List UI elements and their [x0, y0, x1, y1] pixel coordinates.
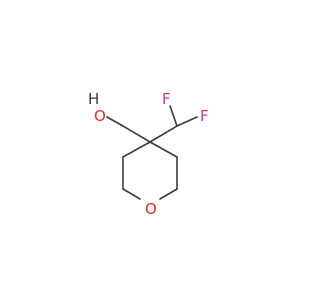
molecule-canvas: F F H O O [88, 90, 209, 218]
fluorine-label-2: F [200, 107, 209, 125]
bond-chf2-to-fluorine-2 [176, 116, 198, 127]
bond-quaternary-c-to-ch2 [122, 125, 151, 143]
fluorine-label-1: F [162, 90, 171, 108]
bond-ch2-to-hydroxyl-oxygen [106, 116, 124, 127]
bond-quaternary-c-to-chf2 [149, 125, 178, 143]
hydroxyl-hydrogen-label: H [88, 90, 99, 108]
bond-ring-right-lower-to-ring-oxygen [159, 188, 178, 200]
hydroxyl-oxygen-label: O [94, 107, 106, 125]
bond-ring-oxygen-to-ring-left-lower [122, 188, 141, 200]
bond-chf2-to-fluorine-1 [169, 105, 178, 127]
ring-oxygen-label: O [145, 200, 157, 218]
molecule-structure: F F H O O [88, 90, 209, 218]
bonds [106, 105, 198, 200]
atom-labels: F F H O O [88, 90, 209, 218]
bond-quaternary-c-to-ring-right-upper [149, 141, 178, 158]
bond-ring-left-upper-to-quaternary-c [122, 141, 151, 158]
